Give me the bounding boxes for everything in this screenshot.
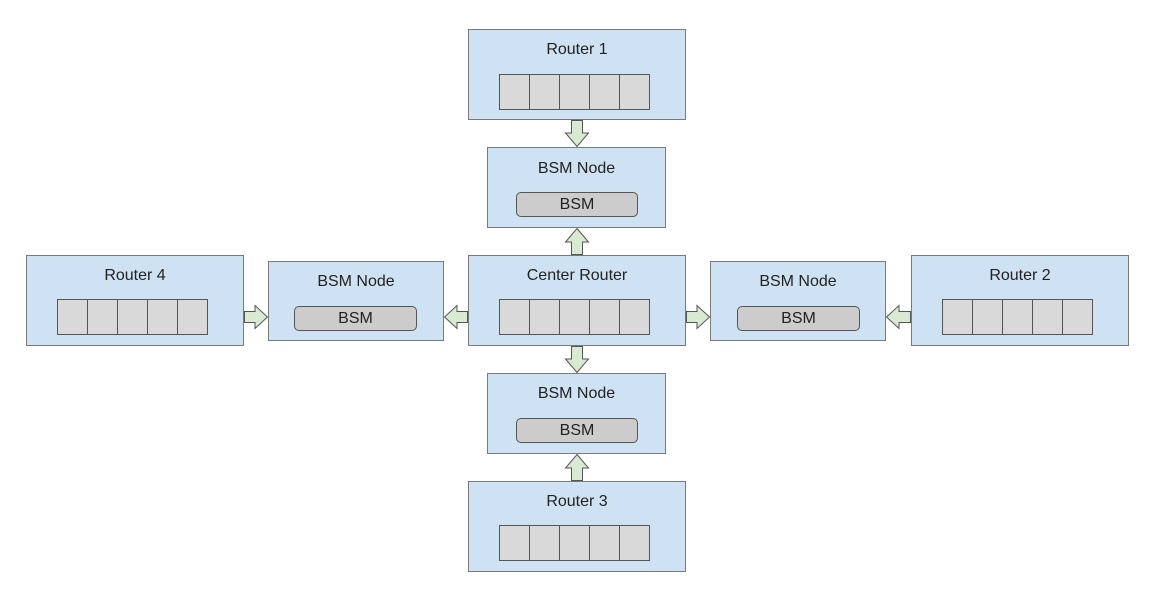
arrow-down-center-to-bsm-icon (564, 346, 590, 374)
buffer-slot (559, 74, 590, 110)
router-1-box: Router 1 (468, 29, 686, 120)
router-2-label: Router 2 (989, 267, 1051, 284)
buffer-slot (117, 299, 148, 335)
bsm-node-right-box: BSM Node BSM (710, 261, 886, 341)
bsm-node-left-box: BSM Node BSM (268, 261, 444, 341)
arrow-right-router4-to-bsm-icon (244, 304, 269, 330)
buffer-slot (1032, 299, 1063, 335)
buffer-slot (589, 525, 620, 561)
center-router-box: Center Router (468, 255, 686, 346)
buffer-slot (87, 299, 118, 335)
router-4-buffer (57, 299, 208, 335)
bsm-node-bottom-unit: BSM (516, 418, 638, 443)
router-1-buffer (499, 74, 650, 110)
buffer-slot (619, 74, 650, 110)
bsm-node-bottom-box: BSM Node BSM (487, 373, 666, 454)
router-3-box: Router 3 (468, 481, 686, 572)
bsm-node-right-unit: BSM (737, 306, 860, 331)
center-router-buffer (499, 299, 650, 335)
buffer-slot (177, 299, 208, 335)
buffer-slot (589, 74, 620, 110)
router-1-label: Router 1 (546, 41, 608, 58)
buffer-slot (147, 299, 178, 335)
buffer-slot (619, 525, 650, 561)
arrow-down-router1-to-bsm-icon (564, 120, 590, 148)
buffer-slot (1062, 299, 1093, 335)
buffer-slot (559, 299, 590, 335)
buffer-slot (619, 299, 650, 335)
bsm-node-left-unit: BSM (294, 306, 417, 331)
arrow-right-center-to-bsm-icon (686, 304, 711, 330)
arrow-up-router3-to-bsm-icon (564, 453, 590, 481)
buffer-slot (529, 74, 560, 110)
router-3-buffer (499, 525, 650, 561)
bsm-node-right-label: BSM Node (759, 273, 837, 290)
bsm-node-bottom-label: BSM Node (537, 385, 616, 402)
buffer-slot (529, 525, 560, 561)
router-4-box: Router 4 (26, 255, 244, 346)
buffer-slot (589, 299, 620, 335)
bsm-node-top-box: BSM Node BSM (487, 147, 666, 228)
router-4-label: Router 4 (104, 267, 166, 284)
bsm-node-top-label: BSM Node (537, 160, 616, 177)
buffer-slot (499, 74, 530, 110)
router-2-buffer (942, 299, 1093, 335)
arrow-left-router2-to-bsm-icon (885, 304, 911, 330)
bsm-node-top-unit: BSM (516, 192, 638, 217)
arrow-up-center-to-bsm-icon (564, 227, 590, 255)
router-3-label: Router 3 (546, 493, 608, 510)
buffer-slot (942, 299, 973, 335)
buffer-slot (499, 525, 530, 561)
buffer-slot (529, 299, 560, 335)
bsm-node-left-label: BSM Node (317, 273, 395, 290)
buffer-slot (499, 299, 530, 335)
arrow-left-center-to-bsm-icon (443, 304, 468, 330)
buffer-slot (972, 299, 1003, 335)
center-router-label: Center Router (526, 267, 628, 284)
buffer-slot (1002, 299, 1033, 335)
buffer-slot (57, 299, 88, 335)
router-2-box: Router 2 (911, 255, 1129, 346)
buffer-slot (559, 525, 590, 561)
